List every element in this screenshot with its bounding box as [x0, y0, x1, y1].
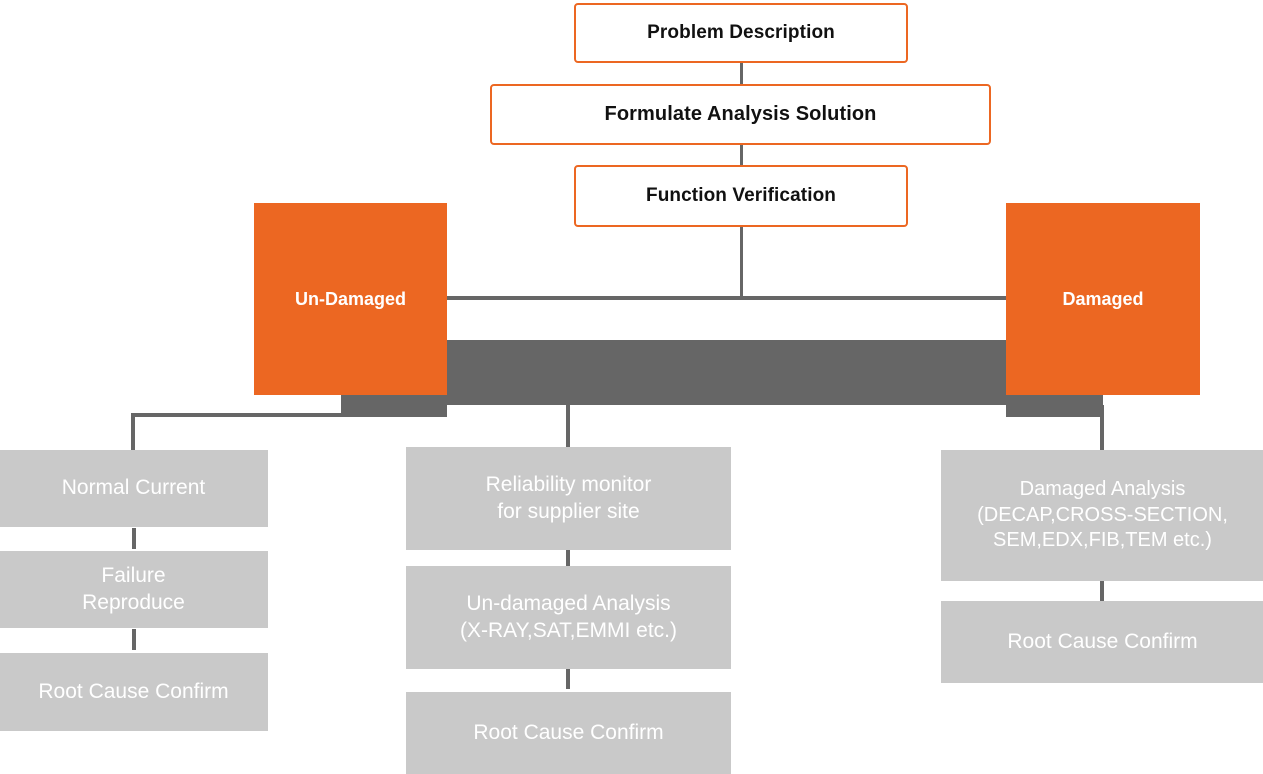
connector-split-bar — [447, 296, 1006, 300]
node-function-verification[interactable]: Function Verification — [574, 165, 908, 227]
node-un-damaged-analysis[interactable]: Un-damaged Analysis (X-RAY,SAT,EMMI etc.… — [406, 566, 731, 669]
connector-middle-step2-to-step3 — [566, 668, 570, 689]
node-un-damaged[interactable]: Un-Damaged — [254, 203, 447, 395]
node-problem-description[interactable]: Problem Description — [574, 3, 908, 63]
connector-middle-step1-to-step2 — [566, 549, 570, 570]
connector-problem-to-formulate — [740, 63, 743, 84]
connector-right-step1-to-step2 — [1100, 580, 1104, 601]
connector-left-step2-to-step3 — [132, 629, 136, 650]
decision-band-right-extension — [1006, 395, 1103, 417]
connector-left-step1-to-step2 — [132, 528, 136, 549]
node-damaged[interactable]: Damaged — [1006, 203, 1200, 395]
connector-formulate-to-function — [740, 145, 743, 165]
connector-left-branch-horizontal — [131, 413, 343, 417]
node-root-cause-confirm-middle[interactable]: Root Cause Confirm — [406, 692, 731, 774]
node-root-cause-confirm-left[interactable]: Root Cause Confirm — [0, 653, 268, 731]
node-failure-reproduce[interactable]: Failure Reproduce — [0, 551, 268, 628]
connector-left-branch-vertical — [131, 413, 135, 451]
node-reliability-monitor-for-supplier-site[interactable]: Reliability monitor for supplier site — [406, 447, 731, 550]
decision-band — [447, 340, 1006, 405]
node-damaged-analysis[interactable]: Damaged Analysis (DECAP,CROSS-SECTION, S… — [941, 450, 1263, 581]
connector-function-to-split — [740, 227, 743, 299]
node-formulate-analysis-solution[interactable]: Formulate Analysis Solution — [490, 84, 991, 145]
connector-middle-branch-vertical — [566, 405, 570, 451]
node-normal-current[interactable]: Normal Current — [0, 450, 268, 527]
decision-band-left-extension — [341, 395, 447, 417]
connector-right-branch-vertical — [1100, 405, 1104, 451]
node-root-cause-confirm-right[interactable]: Root Cause Confirm — [941, 601, 1263, 683]
